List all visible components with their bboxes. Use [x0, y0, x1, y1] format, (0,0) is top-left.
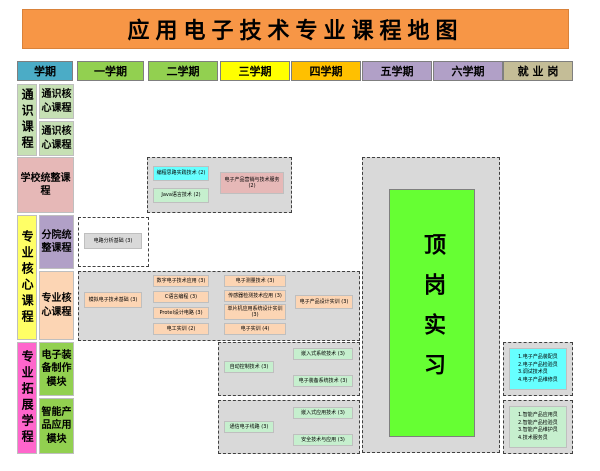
- jobs-list-2: 1.智能产品应用员 2.智能产品检验员 3.智能产品维护员 4.技术服务员: [509, 406, 567, 448]
- course-equipment: 电子装备系统技术 (3): [293, 375, 353, 387]
- course-electronics-training: 电子实训 (4): [224, 323, 286, 335]
- internship-box: 顶岗实习: [389, 189, 475, 437]
- course-embedded: 嵌入式系统技术 (3): [293, 348, 353, 360]
- row-general-label: 通识课程: [17, 84, 37, 156]
- job-item: 2.电子产品检验员: [518, 361, 558, 368]
- internship-label: 顶岗实习: [420, 233, 445, 393]
- course-circuit-analysis: 电路分析基础 (3): [84, 233, 142, 249]
- course-measurement: 电子测量技术 (3): [224, 275, 286, 287]
- course-java: Java语言技术 (2): [153, 188, 209, 203]
- row-major-ext-label: 专业拓展学程: [17, 342, 37, 454]
- header-semester: 学期: [17, 61, 73, 81]
- header-sem3: 三学期: [220, 61, 290, 81]
- course-electrician-training: 电工实训 (2): [153, 323, 209, 335]
- row-college-platform: 分院统整课程: [39, 215, 74, 269]
- row-general-core-2: 通识核心课程: [39, 121, 74, 156]
- course-protel: Protel设计电路 (3): [153, 307, 209, 319]
- row-ext-module-2: 智能产品应用模块: [39, 398, 74, 454]
- job-item: 1.电子产品装配员: [518, 354, 558, 360]
- page-title: 应用电子技术专业课程地图: [22, 9, 569, 49]
- course-security: 安全技术与应用 (3): [293, 434, 353, 446]
- course-c-language: C语言编程 (3): [153, 291, 209, 303]
- course-digital-electronics: 数字电子技术应用 (3): [153, 275, 209, 287]
- course-marketing: 电子产品营销与技术服务 (2): [220, 172, 284, 194]
- header-jobs: 就 业 岗: [503, 61, 573, 81]
- header-sem5: 五学期: [362, 61, 432, 81]
- job-item: 1.智能产品应用员: [518, 412, 558, 418]
- row-major-core-label: 专业核心课程: [17, 215, 37, 340]
- job-item: 4.技术服务员: [518, 434, 548, 441]
- course-sensor: 传感器检测技术应用 (3): [224, 290, 286, 302]
- row-general-core-1: 通识核心课程: [39, 84, 74, 119]
- row-school-platform: 学校统整课程: [17, 157, 74, 213]
- header-sem2: 二学期: [148, 61, 218, 81]
- course-comm-circuit: 通信电子线路 (3): [224, 421, 274, 433]
- job-item: 2.智能产品检验员: [518, 419, 558, 426]
- job-item: 4.电子产品维修员: [518, 376, 558, 383]
- course-mcu: 单片机应用系统设计实训 (3): [224, 304, 286, 320]
- course-analog-electronics: 模拟电子技术基础 (3): [84, 292, 142, 308]
- row-major-core-sub: 专业核心课程: [39, 271, 74, 340]
- header-sem4: 四学期: [291, 61, 361, 81]
- row-ext-module-1: 电子装备制作模块: [39, 342, 74, 396]
- course-embedded-app: 嵌入式应用技术 (3): [293, 407, 353, 419]
- course-programming: 编程思路实践技术 (2): [153, 166, 209, 181]
- jobs-list-1: 1.电子产品装配员 2.电子产品检验员 3.调试技术员 4.电子产品维修员: [509, 348, 567, 390]
- course-auto-control: 自动控制技术 (3): [224, 361, 274, 373]
- header-sem1: 一学期: [77, 61, 144, 81]
- job-item: 3.智能产品维护员: [518, 427, 558, 433]
- job-item: 3.调试技术员: [518, 369, 548, 375]
- course-product-design: 电子产品设计实训 (3): [295, 295, 353, 309]
- header-sem6: 六学期: [433, 61, 503, 81]
